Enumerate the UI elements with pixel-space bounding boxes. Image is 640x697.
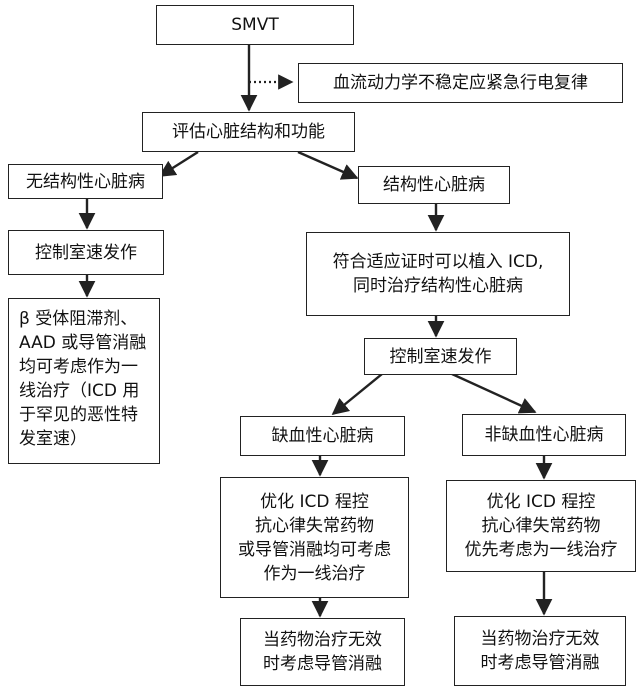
node-ischemic-treatment-label: 优化 ICD 程控 抗心律失常药物 或导管消融均可考虑 作为一线治疗 [238,491,391,584]
arrow-control-to-non-ischemic [451,372,537,414]
node-evaluate: 评估心脏结构和功能 [142,112,355,152]
node-ablation-ischemic-label: 当药物治疗无效 时考虑导管消融 [263,630,382,674]
node-ischemic-treatment: 优化 ICD 程控 抗心律失常药物 或导管消融均可考虑 作为一线治疗 [220,477,409,598]
node-left-treatment: β 受体阻滞剂、 AAD 或导管消融 均可考虑作为一 线治疗（ICD 用 于罕见… [8,298,160,464]
arrow-evaluate-to-structural [297,150,359,180]
node-emergency-label: 血流动力学不稳定应紧急行电复律 [333,73,588,93]
node-no-structural-label: 无结构性心脏病 [26,171,145,192]
node-control-left-label: 控制室速发作 [35,242,137,263]
arrow-evaluate-to-no-structural [158,150,199,178]
node-emergency-cardioversion: 血流动力学不稳定应紧急行电复律 [298,63,623,103]
node-ablation-non-ischemic: 当药物治疗无效 时考虑导管消融 [454,616,626,686]
arrow-control-to-ischemic [331,373,383,416]
node-control-right: 控制室速发作 [364,338,517,375]
node-ablation-non-ischemic-label: 当药物治疗无效 时考虑导管消融 [480,629,600,673]
node-no-structural: 无结构性心脏病 [8,164,163,199]
node-non-ischemic: 非缺血性心脏病 [462,414,626,456]
node-structural: 结构性心脏病 [358,166,510,204]
node-control-left: 控制室速发作 [8,230,164,275]
node-control-right-label: 控制室速发作 [389,346,492,367]
node-structural-label: 结构性心脏病 [383,175,485,195]
node-left-treatment-label: β 受体阻滞剂、 AAD 或导管消融 均可考虑作为一 线治疗（ICD 用 于罕见… [19,309,147,449]
node-non-ischemic-treatment: 优化 ICD 程控 抗心律失常药物 优先考虑为一线治疗 [446,480,636,572]
node-evaluate-label: 评估心脏结构和功能 [172,122,325,142]
node-ablation-ischemic: 当药物治疗无效 时考虑导管消融 [240,618,405,686]
node-smvt: SMVT [156,5,354,45]
node-smvt-label: SMVT [231,15,279,35]
node-non-ischemic-label: 非缺血性心脏病 [484,425,604,445]
node-icd-indication: 符合适应证时可以植入 ICD, 同时治疗结构性心脏病 [306,232,570,316]
node-icd-indication-label: 符合适应证时可以植入 ICD, 同时治疗结构性心脏病 [332,252,544,296]
node-non-ischemic-treatment-label: 优化 ICD 程控 抗心律失常药物 优先考虑为一线治疗 [464,492,618,560]
node-ischemic: 缺血性心脏病 [240,416,405,456]
node-ischemic-label: 缺血性心脏病 [271,426,374,446]
